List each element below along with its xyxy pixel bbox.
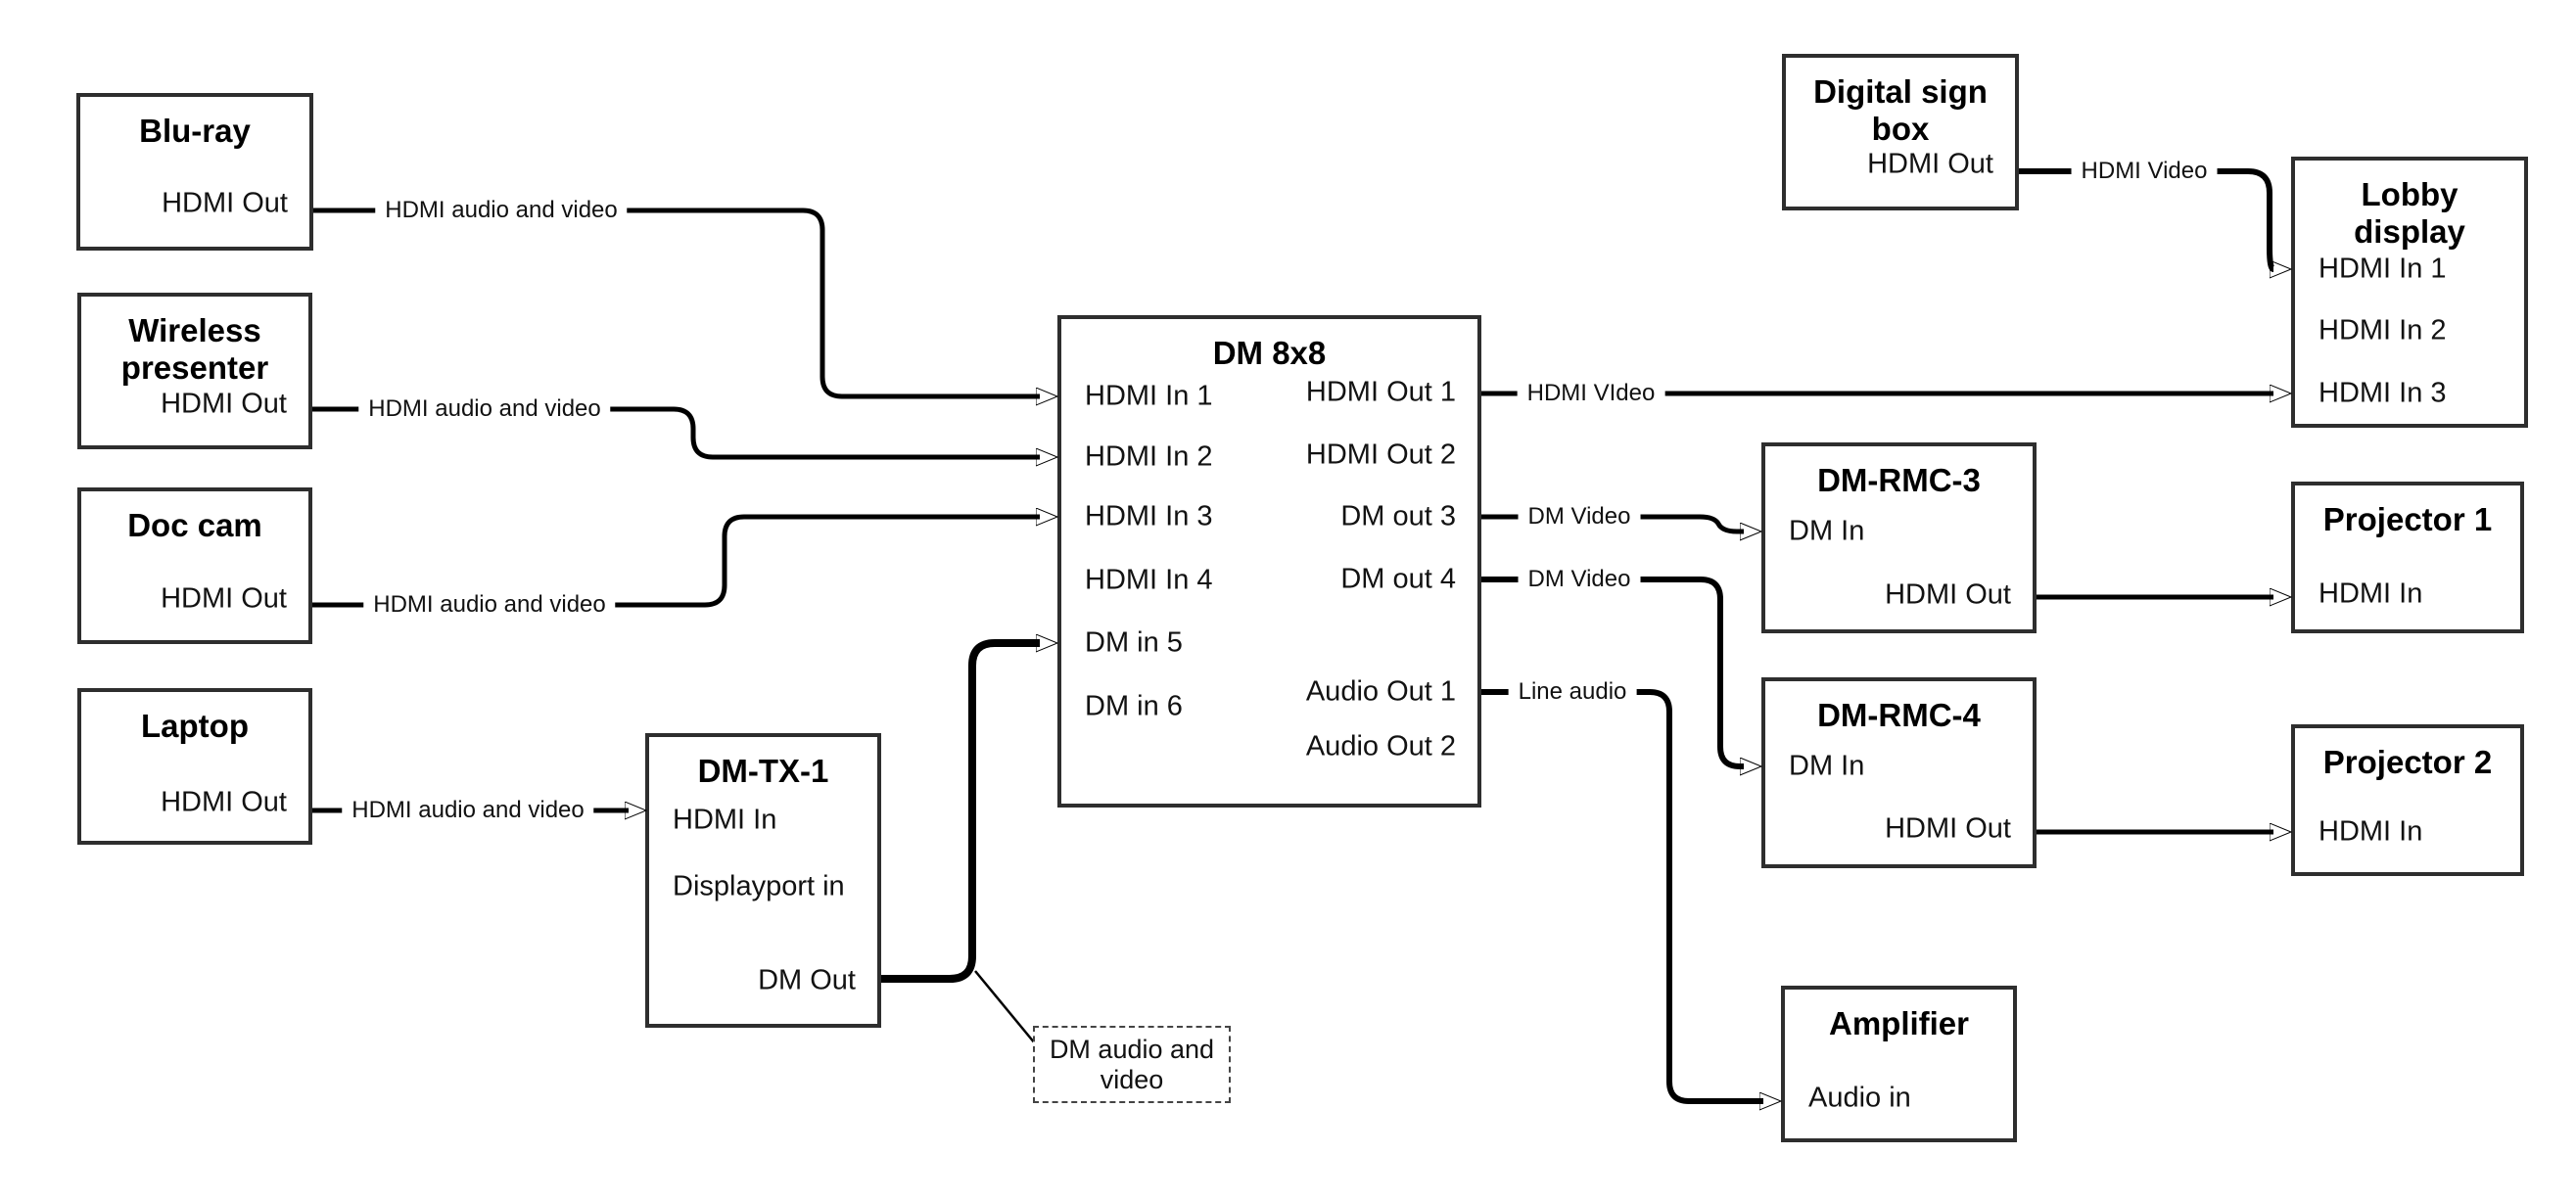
port-lobby-display-hdmi-in-3: HDMI In 3 — [2318, 377, 2447, 409]
dm8x8-dm-out-4-to-rmc4-dm-in — [1481, 577, 1744, 766]
port-dm-8x8-dm-in-5: DM in 5 — [1085, 626, 1183, 659]
node-title-dm-tx-1: DM-TX-1 — [649, 753, 877, 790]
port-dm-8x8-hdmi-in-4: HDMI In 4 — [1085, 564, 1213, 596]
port-dm-8x8-hdmi-in-2: HDMI In 2 — [1085, 440, 1213, 473]
port-doc-cam-hdmi-out: HDMI Out — [161, 582, 287, 615]
dmtx1-dm-out-to-dm8x8-dm-in-5 — [881, 643, 1040, 983]
note-dm-audio-and-video: DM audio and video — [1033, 1026, 1231, 1103]
node-title-line: Projector 1 — [2322, 501, 2493, 537]
node-title-projector-1: Projector 1 — [2295, 501, 2520, 538]
node-title-line: presenter — [120, 349, 269, 386]
label-wireless-cable: HDMI audio and video — [358, 394, 611, 424]
label-audio-out-1-cable: Line audio — [1508, 677, 1637, 707]
port-dm-rmc-3-dm-in: DM In — [1789, 515, 1865, 547]
node-title-line: Wireless — [128, 312, 261, 348]
port-amplifier-audio-in: Audio in — [1808, 1082, 1911, 1114]
node-title-projector-2: Projector 2 — [2295, 744, 2520, 781]
label-doccam-cable: HDMI audio and video — [363, 590, 616, 620]
node-title-blu-ray: Blu-ray — [80, 113, 309, 150]
node-dm-rmc-3: DM-RMC-3 DM In HDMI Out — [1761, 442, 2037, 633]
port-projector-1-hdmi-in: HDMI In — [2318, 577, 2423, 610]
port-lobby-display-hdmi-in-2: HDMI In 2 — [2318, 314, 2447, 346]
note-line-1: DM audio and — [1049, 1034, 1215, 1064]
node-title-line: Lobby — [2361, 176, 2459, 212]
label-laptop-cable: HDMI audio and video — [342, 796, 594, 825]
node-title-line: DM-RMC-4 — [1817, 697, 1981, 733]
node-title-line: Projector 2 — [2322, 744, 2493, 780]
port-digital-sign-box-hdmi-out: HDMI Out — [1867, 148, 1993, 180]
node-title-line: Laptop — [141, 708, 249, 744]
label-dm-out-4-cable: DM Video — [1518, 565, 1641, 594]
node-title-dm-rmc-4: DM-RMC-4 — [1765, 697, 2033, 734]
port-blu-ray-hdmi-out: HDMI Out — [162, 187, 288, 219]
port-dm-8x8-dm-out-3: DM out 3 — [1340, 500, 1456, 532]
node-title-line: Blu-ray — [139, 113, 251, 149]
port-dm-8x8-dm-in-6: DM in 6 — [1085, 690, 1183, 722]
bluray-to-dm8x8-hdmi-in-1 — [313, 208, 1040, 396]
port-projector-2-hdmi-in: HDMI In — [2318, 815, 2423, 848]
node-title-dm-rmc-3: DM-RMC-3 — [1765, 462, 2033, 499]
label-dm-out-3-cable: DM Video — [1518, 502, 1641, 531]
node-title-line: Amplifier — [1828, 1005, 1970, 1041]
port-dm-8x8-hdmi-in-1: HDMI In 1 — [1085, 380, 1213, 412]
port-dm-rmc-4-hdmi-out: HDMI Out — [1885, 812, 2011, 845]
port-laptop-hdmi-out: HDMI Out — [161, 786, 287, 818]
node-title-line: box — [1871, 111, 1930, 147]
node-title-line: DM-RMC-3 — [1817, 462, 1981, 498]
port-dm-tx-1-displayport-in: Displayport in — [673, 870, 845, 902]
node-projector-1: Projector 1 HDMI In — [2291, 482, 2524, 633]
node-title-line: DM-TX-1 — [697, 753, 829, 789]
label-bluray-cable: HDMI audio and video — [375, 196, 628, 225]
label-digsign-cable: HDMI Video — [2071, 157, 2218, 186]
note-callout-line — [974, 970, 1036, 1044]
node-projector-2: Projector 2 HDMI In — [2291, 724, 2524, 876]
note-line-2: video — [1100, 1064, 1164, 1094]
port-dm-8x8-hdmi-in-3: HDMI In 3 — [1085, 500, 1213, 532]
label-hdmi-out-1-cable: HDMI VIdeo — [1517, 379, 1665, 408]
node-title-line: display — [2354, 213, 2465, 250]
node-title-line: DM 8x8 — [1212, 335, 1327, 371]
node-title-line: Doc cam — [127, 507, 262, 543]
port-dm-tx-1-hdmi-in: HDMI In — [673, 804, 777, 836]
node-title-laptop: Laptop — [81, 708, 308, 745]
node-title-doc-cam: Doc cam — [81, 507, 308, 544]
port-dm-8x8-hdmi-out-2: HDMI Out 2 — [1305, 439, 1456, 471]
port-dm-8x8-audio-out-2: Audio Out 2 — [1305, 730, 1456, 762]
node-title-line: Digital sign — [1813, 73, 1988, 110]
node-title-amplifier: Amplifier — [1785, 1005, 2013, 1042]
port-lobby-display-hdmi-in-1: HDMI In 1 — [2318, 253, 2447, 285]
dm8x8-audio-out-1-to-amp-audio-in — [1481, 689, 1763, 1101]
port-dm-tx-1-dm-out: DM Out — [758, 964, 856, 996]
port-dm-rmc-3-hdmi-out: HDMI Out — [1885, 578, 2011, 611]
port-dm-8x8-dm-out-4: DM out 4 — [1340, 563, 1456, 595]
node-title-dm-8x8: DM 8x8 — [1061, 335, 1477, 372]
port-wireless-presenter-hdmi-out: HDMI Out — [161, 388, 287, 420]
digsign-to-lobby-hdmi-in-1 — [2019, 168, 2273, 269]
node-dm-rmc-4: DM-RMC-4 DM In HDMI Out — [1761, 677, 2037, 868]
port-dm-8x8-audio-out-1: Audio Out 1 — [1305, 675, 1456, 708]
port-dm-8x8-hdmi-out-1: HDMI Out 1 — [1305, 376, 1456, 408]
port-dm-rmc-4-dm-in: DM In — [1789, 750, 1865, 782]
